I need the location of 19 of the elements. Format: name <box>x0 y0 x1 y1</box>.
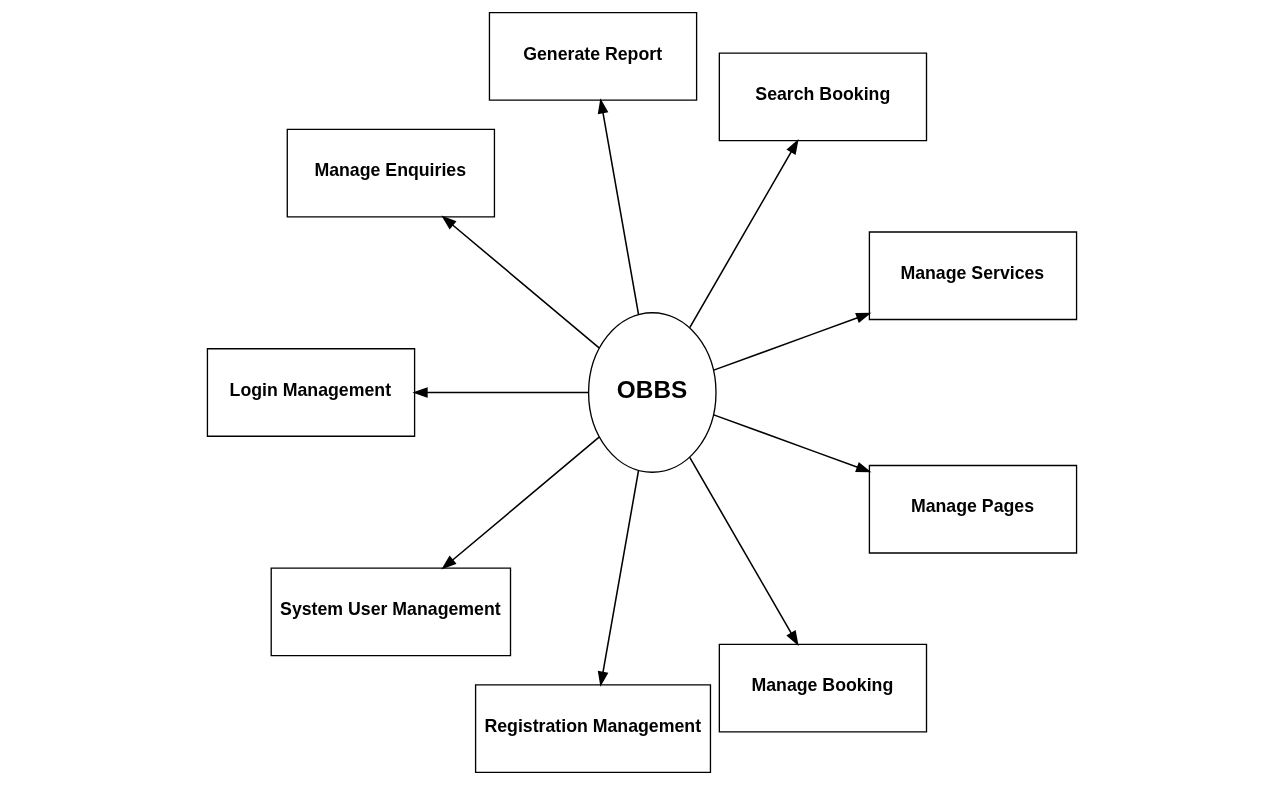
arrow <box>712 312 872 371</box>
node-box: Search Booking <box>718 52 928 142</box>
node-box: Manage Booking <box>718 643 928 733</box>
node-box: System User Management <box>270 567 512 657</box>
node-box: Manage Services <box>868 231 1078 321</box>
node-box: Login Management <box>206 348 416 437</box>
node-box: Registration Management <box>474 684 712 773</box>
arrow <box>597 98 640 316</box>
arrow <box>441 215 600 349</box>
node-ellipse: OBBS <box>587 312 717 473</box>
arrow <box>688 139 799 329</box>
arrow <box>597 469 640 687</box>
node-box: Manage Pages <box>868 464 1078 554</box>
node-box: Generate Report <box>488 12 698 101</box>
arrow <box>441 436 600 570</box>
arrow <box>412 387 590 398</box>
node-box: Manage Enquiries <box>286 128 496 218</box>
arrow <box>688 456 799 646</box>
arrow <box>712 414 872 473</box>
